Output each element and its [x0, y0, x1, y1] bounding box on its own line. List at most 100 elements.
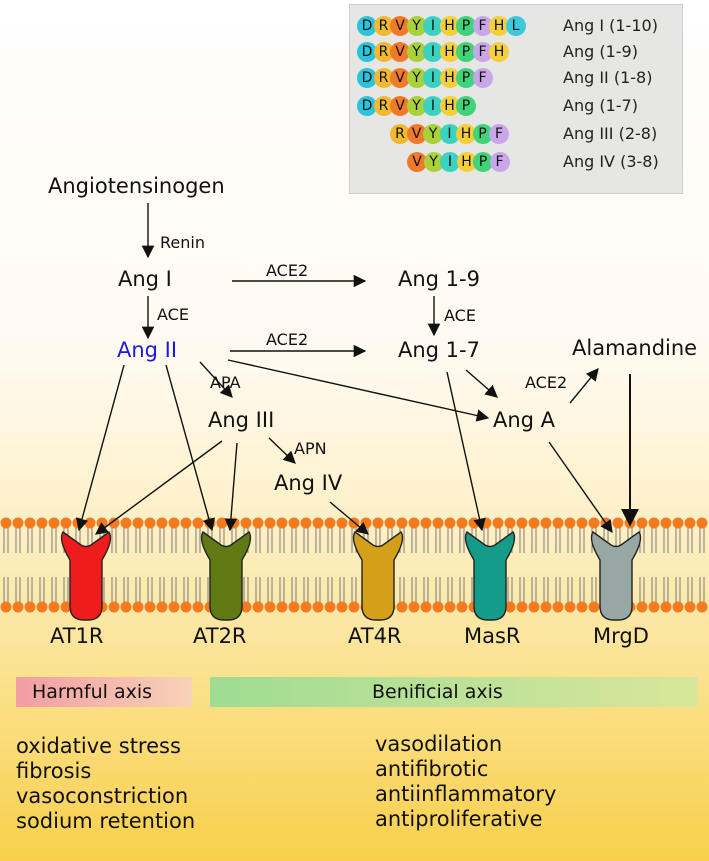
harmful-effect: fibrosis: [16, 759, 92, 783]
lipid-head: [288, 601, 300, 613]
lipid-head: [60, 601, 72, 613]
at2r-receptor: [200, 530, 252, 621]
receptor-label-at4r: AT4R: [348, 624, 402, 648]
residue-H: H: [439, 16, 460, 36]
lipid-head: [564, 601, 576, 613]
residue-P: P: [456, 96, 476, 116]
residue-I: I: [423, 42, 443, 62]
lipid-head: [252, 517, 264, 529]
lipid-head: [24, 517, 36, 529]
arrow-ang2-to-at1r: [75, 364, 125, 532]
receptor-label-at2r: AT2R: [193, 624, 247, 648]
lipid-head: [216, 517, 228, 529]
lipid-head: [420, 517, 432, 529]
lipid-head: [516, 601, 528, 613]
lipid-head: [324, 517, 336, 529]
lipid-head: [660, 601, 672, 613]
lipid-head: [12, 601, 24, 613]
lipid-head: [636, 601, 648, 613]
node-ang-1-7: Ang 1-7: [398, 338, 480, 362]
lipid-head: [300, 517, 312, 529]
arrow-ang3-to-at2r: [224, 442, 238, 532]
arrow-ang4-to-at4r: [329, 501, 369, 535]
residue-F: F: [489, 152, 510, 172]
lipid-head: [48, 517, 60, 529]
lipid-head: [156, 601, 168, 613]
legend-peptide-name: Ang (1-9): [563, 42, 638, 61]
lipid-head: [456, 517, 468, 529]
node-ang-iv: Ang IV: [274, 471, 343, 495]
lipid-head: [168, 601, 180, 613]
lipid-head: [696, 601, 708, 613]
lipid-head: [696, 517, 708, 529]
beneficial-axis-label: Benificial axis: [372, 681, 503, 703]
residue-F: F: [489, 124, 509, 144]
lipid-head: [264, 601, 276, 613]
lipid-head: [36, 601, 48, 613]
residue-H: H: [439, 68, 460, 88]
residue-P: P: [456, 42, 476, 62]
pathway-arrows: [75, 203, 639, 535]
residue-V: V: [390, 96, 410, 116]
lipid-head: [564, 517, 576, 529]
beneficial-effect: antiinflammatory: [375, 782, 557, 806]
lipid-head: [180, 517, 192, 529]
harmful-effect: sodium retention: [16, 809, 196, 833]
lipid-head: [144, 601, 156, 613]
enzyme-ace2-top: ACE2: [266, 261, 309, 280]
lipid-head: [504, 517, 516, 529]
lipid-head: [552, 601, 564, 613]
residue-H: H: [456, 124, 476, 144]
beneficial-effect: antiproliferative: [375, 807, 543, 831]
residue-D: D: [357, 96, 377, 116]
residue-F: F: [472, 42, 493, 62]
residue-D: D: [357, 16, 377, 36]
lipid-head: [60, 517, 72, 529]
enzyme-ace2-right: ACE2: [525, 373, 568, 392]
masr-receptor: [464, 530, 516, 621]
arrow-ang2-to-at2r: [165, 364, 216, 532]
lipid-head: [396, 601, 408, 613]
residue-P: P: [456, 68, 476, 88]
lipid-head: [108, 601, 120, 613]
lipid-head: [576, 601, 588, 613]
at1r-receptor: [60, 530, 112, 621]
residue-I: I: [423, 16, 443, 36]
lipid-head: [144, 517, 156, 529]
lipid-head: [420, 601, 432, 613]
residue-H: H: [489, 42, 509, 62]
residue-I: I: [423, 68, 443, 88]
node-ang-i: Ang I: [118, 267, 172, 291]
lipid-head: [516, 517, 528, 529]
receptors: [60, 530, 642, 621]
lipid-head: [336, 601, 348, 613]
residue-Y: Y: [423, 124, 443, 144]
lipid-head: [444, 601, 456, 613]
lipid-head: [660, 517, 672, 529]
lipid-head: [156, 517, 168, 529]
node-angiotensinogen: Angiotensinogen: [48, 174, 225, 198]
arrow-ang3-to-ang4: [268, 437, 296, 464]
node-ang-1-9: Ang 1-9: [398, 267, 480, 291]
lipid-head: [396, 517, 408, 529]
legend-peptide-name: Ang I (1-10): [563, 16, 658, 35]
lipid-head: [240, 601, 252, 613]
lipid-head: [336, 517, 348, 529]
residue-I: I: [423, 96, 443, 116]
lipid-head: [576, 517, 588, 529]
enzyme-ace2-mid: ACE2: [266, 330, 309, 349]
lipid-head: [240, 517, 252, 529]
residue-V: V: [390, 16, 410, 36]
residue-D: D: [357, 68, 377, 88]
lipid-head: [432, 601, 444, 613]
lipid-head: [480, 517, 492, 529]
lipid-head: [348, 601, 360, 613]
lipid-head: [168, 517, 180, 529]
residue-Y: Y: [406, 68, 427, 88]
residue-R: R: [390, 124, 410, 144]
enzyme-apa: APA: [210, 373, 241, 392]
lipid-head: [312, 601, 324, 613]
